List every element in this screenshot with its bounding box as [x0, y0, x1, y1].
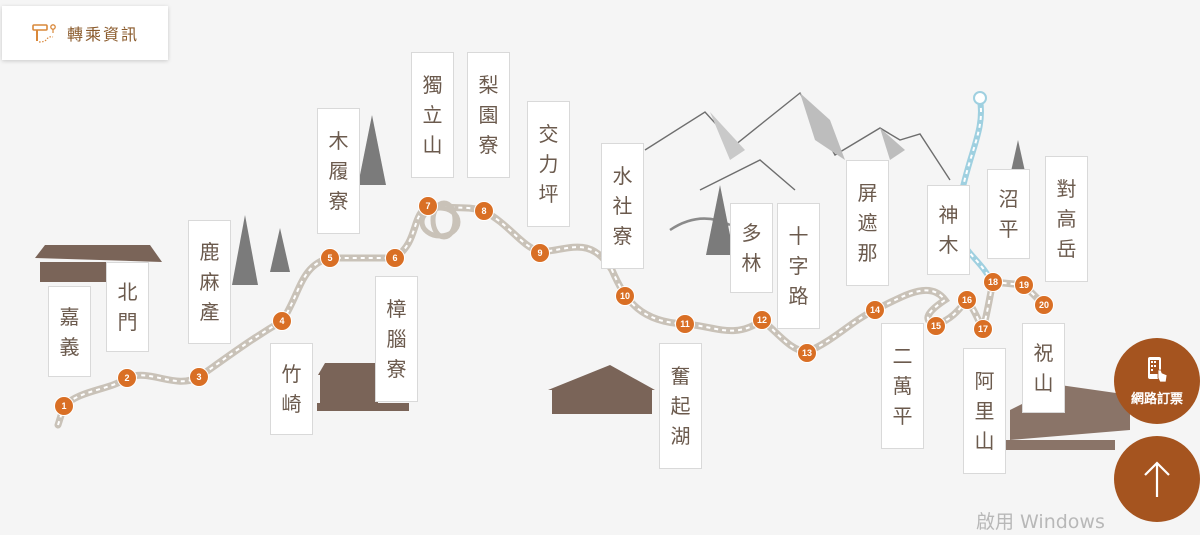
back-to-top-button[interactable] — [1114, 436, 1200, 522]
station-label-jiaoliping[interactable]: 交力坪 — [527, 101, 570, 227]
station-label-zhaoping[interactable]: 沼平 — [987, 169, 1030, 259]
chiayi-station-building — [35, 245, 162, 282]
station-marker-5[interactable]: 5 — [320, 248, 340, 268]
station-label-shuisheliao[interactable]: 水社寮 — [601, 143, 644, 269]
station-label-alishan[interactable]: 阿里山 — [963, 348, 1006, 474]
station-label-mulu[interactable]: 木履寮 — [317, 108, 360, 234]
station-marker-14[interactable]: 14 — [865, 300, 885, 320]
station-label-fenqihu[interactable]: 奮起湖 — [659, 343, 702, 469]
station-marker-13[interactable]: 13 — [797, 343, 817, 363]
station-marker-15[interactable]: 15 — [926, 316, 946, 336]
station-marker-9[interactable]: 9 — [530, 243, 550, 263]
transfer-info-button[interactable]: 轉乘資訊 — [2, 6, 168, 60]
station-marker-17[interactable]: 17 — [973, 319, 993, 339]
arrow-up-icon — [1144, 461, 1170, 497]
station-label-chiayi[interactable]: 嘉義 — [48, 286, 91, 377]
station-marker-1[interactable]: 1 — [54, 396, 74, 416]
station-marker-18[interactable]: 18 — [983, 272, 1003, 292]
station-marker-7[interactable]: 7 — [418, 196, 438, 216]
station-label-duigaoyue[interactable]: 對高岳 — [1045, 156, 1088, 282]
station-marker-8[interactable]: 8 — [474, 201, 494, 221]
station-marker-19[interactable]: 19 — [1014, 275, 1034, 295]
station-marker-20[interactable]: 20 — [1034, 295, 1054, 315]
windows-activation-watermark: 啟用 Windows — [976, 511, 1105, 533]
fenqihu-station-building — [548, 365, 655, 414]
station-label-zhuqi[interactable]: 竹崎 — [270, 343, 313, 435]
station-marker-2[interactable]: 2 — [117, 368, 137, 388]
station-label-duolin[interactable]: 多林 — [730, 203, 773, 293]
station-label-beimen[interactable]: 北門 — [106, 262, 149, 352]
station-marker-16[interactable]: 16 — [957, 290, 977, 310]
station-label-erwanping[interactable]: 二萬平 — [881, 323, 924, 449]
phone-touch-icon — [1148, 356, 1168, 382]
online-booking-button[interactable]: 網路訂票 — [1114, 338, 1200, 424]
dulishan-spiral-track — [419, 200, 461, 240]
station-label-shenmu[interactable]: 神木 — [927, 185, 970, 275]
station-marker-11[interactable]: 11 — [675, 314, 695, 334]
branch-terminal-icon — [973, 91, 987, 105]
station-marker-3[interactable]: 3 — [189, 367, 209, 387]
station-label-liyuanliao[interactable]: 梨園寮 — [467, 52, 510, 178]
station-marker-6[interactable]: 6 — [385, 248, 405, 268]
station-label-pingzhena[interactable]: 屏遮那 — [846, 160, 889, 286]
signpost-map-icon — [32, 24, 56, 43]
station-marker-4[interactable]: 4 — [272, 311, 292, 331]
transfer-info-label: 轉乘資訊 — [66, 25, 139, 44]
zhangnaoliao-station-building — [317, 363, 409, 411]
station-label-lumachan[interactable]: 鹿麻產 — [188, 220, 231, 344]
station-label-zhushan[interactable]: 祝山 — [1022, 323, 1065, 413]
station-label-zhangnaoliao[interactable]: 樟腦寮 — [375, 276, 418, 402]
online-booking-label: 網路訂票 — [1130, 391, 1183, 407]
station-marker-10[interactable]: 10 — [615, 286, 635, 306]
station-marker-12[interactable]: 12 — [752, 310, 772, 330]
station-label-shizilu[interactable]: 十字路 — [777, 203, 820, 329]
station-label-dulishan[interactable]: 獨立山 — [411, 52, 454, 178]
